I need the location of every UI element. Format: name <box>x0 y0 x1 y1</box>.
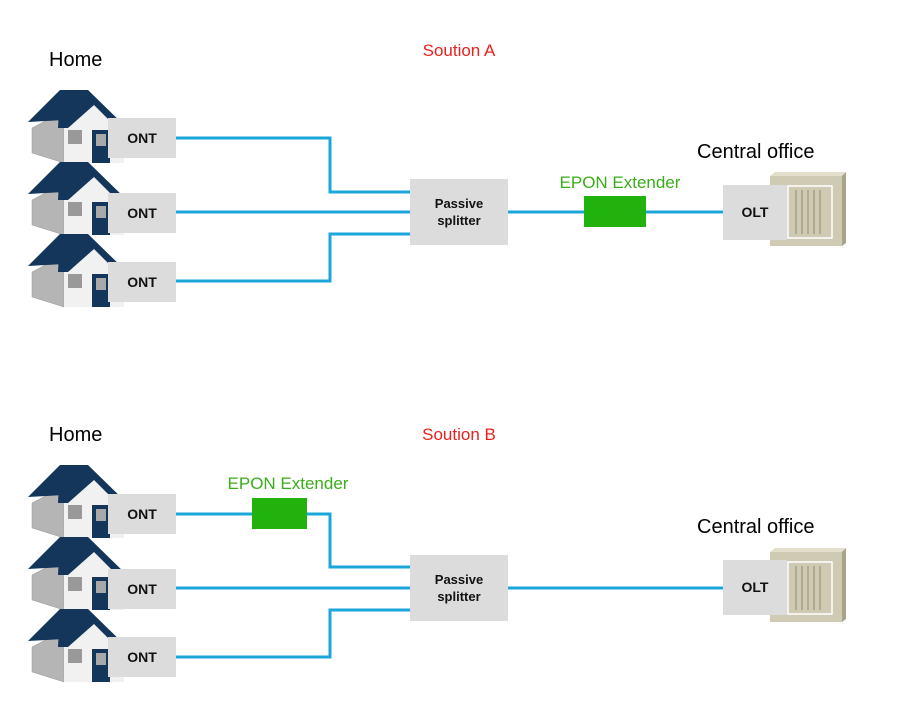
solution-b: Soution B Home Central office ONT ONT ON… <box>27 424 847 683</box>
olt-label: OLT <box>742 579 769 595</box>
ont-box: ONT <box>108 118 176 158</box>
central-office-label: Central office <box>697 516 814 538</box>
ont-label: ONT <box>127 581 157 597</box>
ont-box: ONT <box>108 193 176 233</box>
epon-extender-label: EPON Extender <box>560 173 681 192</box>
olt-box: OLT <box>723 560 787 615</box>
ont-box: ONT <box>108 262 176 302</box>
splitter-label-line1: Passive <box>435 572 483 587</box>
ont-box: ONT <box>108 494 176 534</box>
passive-splitter: Passive splitter <box>410 555 508 621</box>
home-label: Home <box>49 424 102 446</box>
epon-extender-label: EPON Extender <box>228 474 349 493</box>
ont-label: ONT <box>127 130 157 146</box>
epon-extender-box <box>584 196 646 227</box>
passive-splitter: Passive splitter <box>410 179 508 245</box>
olt-box: OLT <box>723 185 787 240</box>
fiber-lines <box>176 136 723 283</box>
solution-a-title: Soution A <box>423 41 496 60</box>
splitter-label-line1: Passive <box>435 196 483 211</box>
olt-label: OLT <box>742 204 769 220</box>
ont-label: ONT <box>127 205 157 221</box>
central-office-label: Central office <box>697 141 814 163</box>
splitter-label-line2: splitter <box>437 589 480 604</box>
ont-label: ONT <box>127 274 157 290</box>
epon-extender-box <box>252 498 307 529</box>
splitter-label-line2: splitter <box>437 213 480 228</box>
solution-a: Soution A Home Central office ONT ONT ON… <box>27 41 847 308</box>
fiber-lines <box>176 512 723 659</box>
ont-label: ONT <box>127 506 157 522</box>
home-label: Home <box>49 49 102 71</box>
solution-b-title: Soution B <box>422 425 496 444</box>
ont-box: ONT <box>108 637 176 677</box>
ont-label: ONT <box>127 649 157 665</box>
ont-box: ONT <box>108 569 176 609</box>
